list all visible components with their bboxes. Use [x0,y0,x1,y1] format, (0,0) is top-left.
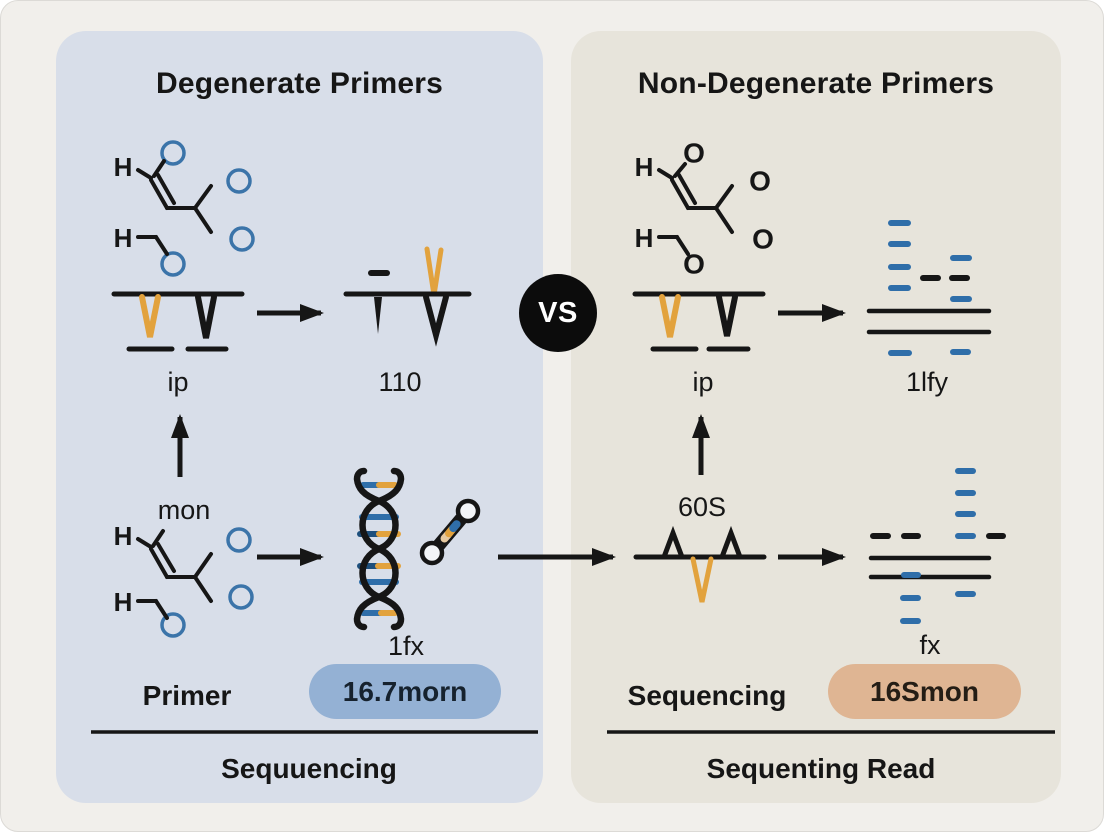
hydrogen-atom-label: H [114,152,133,182]
left-read-label: 110 [378,367,422,397]
primer-binding-track-left [111,291,245,352]
orange-primer-icon [139,294,161,338]
oxygen-circle-icon [160,612,186,638]
hydrogen-atom-label: H [114,223,133,253]
black-primer-icon [423,294,449,347]
orange-primer-icon [659,294,681,338]
read-result-track-left [343,246,472,347]
oxygen-circle-icon [228,584,254,610]
ribosome-track-right [633,525,767,603]
black-primer-icon [195,294,217,339]
mon-label: mon [157,495,211,525]
right-pill-badge: 16Smon [828,664,1021,719]
oxygen-atom-label: O [749,166,771,197]
oxygen-circle-icon [226,527,252,553]
hydrogen-atom-label: H [635,223,654,253]
orange-primer-icon [690,556,714,603]
black-primer-icon [716,294,738,337]
vs-badge: VS [519,274,597,352]
peak-icon [719,525,743,560]
helix-label: 1fx [387,631,425,661]
right-panel-title: Non-Degenerate Primers [637,67,995,100]
right-caption: Sequenting Read [706,753,936,784]
left-panel-title: Degenerate Primers [155,67,444,100]
ribosome-label: 60S [677,492,727,522]
orange-primer-icon [424,246,444,296]
right-primer-track-label: ip [692,367,714,397]
left-caption: Sequuencing [221,753,397,784]
oxygen-circle-icon [160,251,186,277]
molecule-structure-left-top: H H [114,140,255,277]
peak-icon [661,525,685,560]
oxygen-atom-label: O [683,249,705,280]
hydrogen-atom-label: H [114,521,133,551]
oxygen-circle-icon [160,140,186,166]
oxygen-circle-icon [226,168,252,194]
molecule-structure-left-bottom: H H [114,521,254,638]
oxygen-circle-icon [229,226,255,252]
molecule-structure-right: H H O O O O [635,138,774,280]
spike-icon [374,297,382,334]
read-alignment-bottom-right [868,468,1006,624]
right-read-bottom-label: fx [919,630,941,660]
read-alignment-top-right [866,220,992,356]
right-read-top-label: 1lfy [905,367,949,397]
primer-binding-track-right [632,291,766,352]
primer-dimer-icon [419,498,481,566]
oxygen-atom-label: O [683,138,705,169]
dna-helix-icon [353,467,405,631]
hydrogen-atom-label: H [114,587,133,617]
oxygen-atom-label: O [752,224,774,255]
hydrogen-atom-label: H [635,152,654,182]
left-pill-badge: 16.7morn [309,664,501,719]
left-primer-track-label: ip [167,367,189,397]
right-row-label: Sequencing [627,680,787,711]
left-row-label: Primer [142,680,232,711]
